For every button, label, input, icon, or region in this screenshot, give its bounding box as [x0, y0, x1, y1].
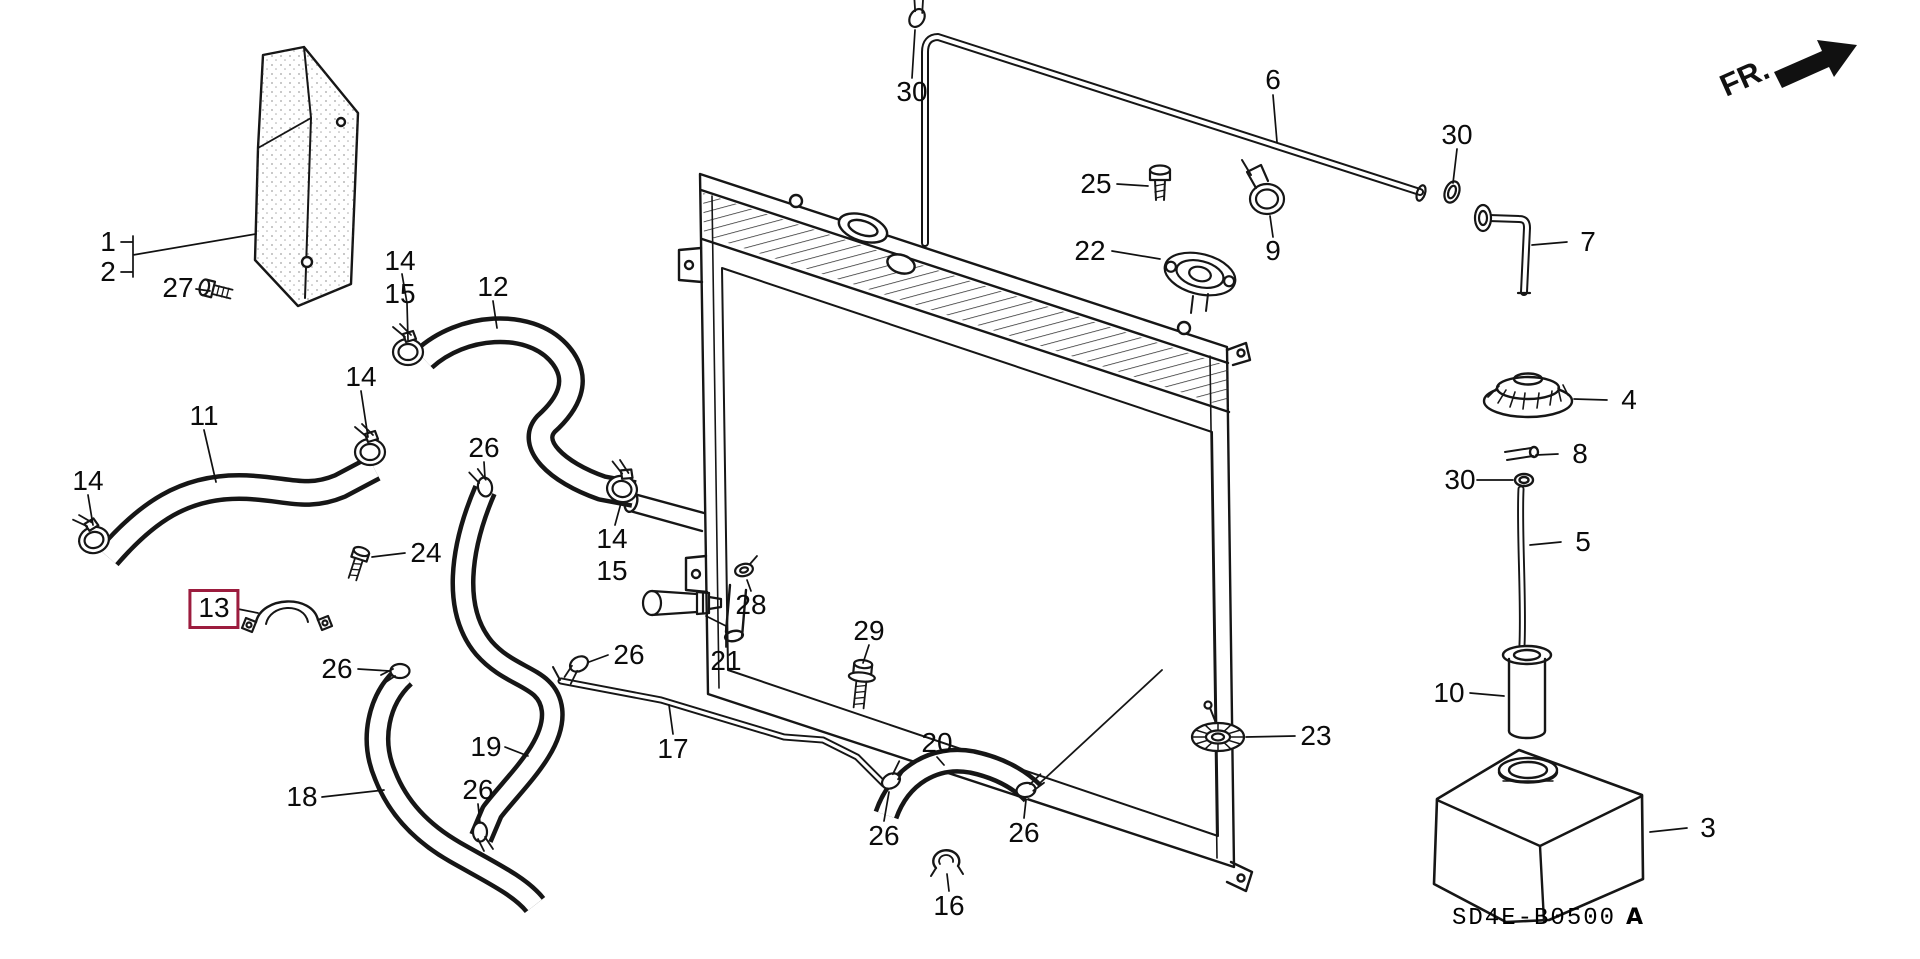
part-label-23[interactable]: 23 [1300, 720, 1332, 751]
part-label-14[interactable]: 14 [72, 465, 104, 496]
part-label-24[interactable]: 24 [410, 537, 442, 568]
part-label-22[interactable]: 22 [1074, 235, 1106, 266]
part-label-26[interactable]: 26 [868, 820, 900, 851]
part-label-14[interactable]: 14 [596, 523, 628, 554]
part-label-20[interactable]: 20 [921, 727, 953, 758]
hoses-drawing [97, 316, 1043, 914]
clamp-9-drawing [1241, 159, 1286, 216]
part-label-18[interactable]: 18 [286, 781, 318, 812]
grommet-28-drawing [734, 555, 758, 578]
part-label-15[interactable]: 15 [596, 555, 628, 586]
part-label-3[interactable]: 3 [1700, 812, 1716, 843]
bolt-27-drawing [198, 278, 234, 300]
fan-shroud-drawing [253, 45, 360, 308]
drain-grommet-23-drawing [1190, 700, 1246, 753]
part-label-30[interactable]: 30 [1441, 119, 1473, 150]
part-label-11[interactable]: 11 [189, 400, 219, 431]
part-label-21[interactable]: 21 [710, 645, 742, 676]
part-label-6[interactable]: 6 [1265, 64, 1281, 95]
part-label-16[interactable]: 16 [933, 890, 965, 921]
part-label-26[interactable]: 26 [321, 653, 353, 684]
part-label-17[interactable]: 17 [657, 733, 689, 764]
part-label-15[interactable]: 15 [384, 278, 416, 309]
part-label-25[interactable]: 25 [1080, 168, 1112, 199]
part-label-19[interactable]: 19 [470, 731, 502, 762]
part-label-10[interactable]: 10 [1433, 677, 1465, 708]
inlet-flange-22-drawing [1163, 251, 1237, 297]
reserve-tank-drawing [1432, 372, 1645, 924]
part-label-30[interactable]: 30 [896, 76, 928, 107]
leader-lines [87, 29, 1688, 892]
part-label-14[interactable]: 14 [384, 245, 416, 276]
part-label-26[interactable]: 26 [1008, 817, 1040, 848]
part-label-26[interactable]: 26 [468, 432, 500, 463]
bolt-24-drawing [347, 545, 371, 582]
bolt-25-drawing [1148, 164, 1172, 201]
radiator-drawing [623, 172, 1254, 893]
sensor-21-drawing [641, 589, 723, 617]
part-label-5[interactable]: 5 [1575, 526, 1591, 557]
part-label-4[interactable]: 4 [1621, 384, 1637, 415]
part-label-9[interactable]: 9 [1265, 235, 1281, 266]
part-label-30[interactable]: 30 [1444, 464, 1476, 495]
part-label-29[interactable]: 29 [853, 615, 885, 646]
part-label-28[interactable]: 28 [735, 589, 767, 620]
part-label-7[interactable]: 7 [1580, 226, 1596, 257]
bracket-13-drawing [240, 600, 334, 634]
diagram-code: SD4E-B0500 A [1452, 905, 1645, 932]
part-label-26[interactable]: 26 [462, 774, 494, 805]
part-label-8[interactable]: 8 [1572, 438, 1588, 469]
pipes-drawing [552, 33, 1532, 788]
part-label-13-highlighted[interactable]: 13 [188, 589, 240, 629]
part-label-1[interactable]: 1 [100, 226, 116, 257]
part-label-12[interactable]: 12 [477, 271, 509, 302]
diagram-code-suffix: A [1626, 905, 1646, 930]
clip-16-drawing [930, 849, 964, 877]
diagram-code-text: SD4E-B0500 [1452, 905, 1617, 932]
part-label-2[interactable]: 2 [100, 256, 116, 287]
part-label-26[interactable]: 26 [613, 639, 645, 670]
part-label-14[interactable]: 14 [345, 361, 377, 392]
part-label-27[interactable]: 27 [162, 272, 194, 303]
